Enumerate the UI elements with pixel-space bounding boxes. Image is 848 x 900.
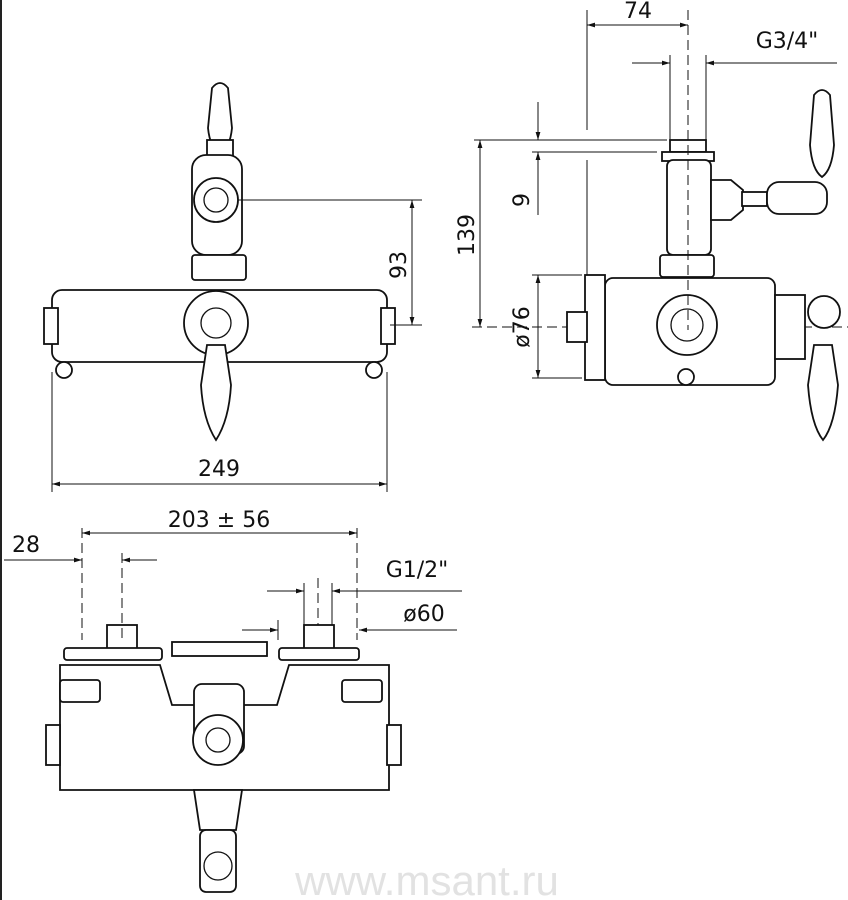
dim-diameter-76: ø76 xyxy=(510,306,535,347)
upper-handle xyxy=(206,82,234,157)
watermark: www.msant.ru xyxy=(294,857,559,900)
bottom-view: 203 ± 56 28 G1/2" ø60 xyxy=(4,508,462,893)
side-view: 74 G3/4" 139 9 ø76 xyxy=(455,0,848,442)
dim-g1-2: G1/2" xyxy=(386,558,449,583)
upper-valve-circle xyxy=(193,177,239,223)
dim-28: 28 xyxy=(12,533,40,558)
dim-249: 249 xyxy=(198,457,240,482)
side-lower-handle xyxy=(807,344,839,442)
dim-g3-4: G3/4" xyxy=(756,29,819,54)
dim-203-56: 203 ± 56 xyxy=(168,508,270,533)
dim-93: 93 xyxy=(387,251,412,279)
dim-diameter-60: ø60 xyxy=(403,602,444,627)
dim-9: 9 xyxy=(510,193,535,207)
lower-handle xyxy=(200,344,232,442)
nut xyxy=(191,254,247,281)
front-view: 93 249 xyxy=(43,82,422,492)
side-upper-handle xyxy=(809,89,835,179)
dim-74: 74 xyxy=(624,0,652,24)
dim-139: 139 xyxy=(455,214,480,256)
